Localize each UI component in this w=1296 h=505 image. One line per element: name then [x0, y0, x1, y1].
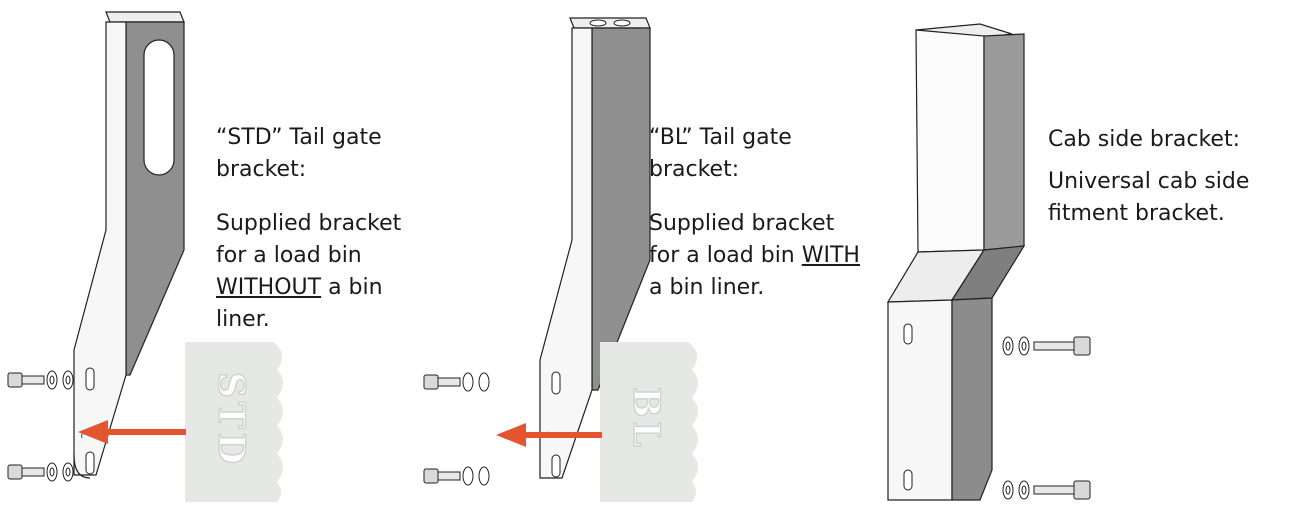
svg-text:≀: ≀ [80, 430, 84, 441]
bl-desc-line-3: a bin liner. [649, 275, 765, 300]
cab-bracket-illustration [886, 23, 1026, 501]
bl-with-emphasis: WITH [801, 243, 860, 268]
bl-bolt-set [423, 372, 490, 486]
panel-cab-side-bracket: Cab side bracket: Universal cab side fit… [880, 0, 1296, 505]
std-desc-line-1: Supplied bracket [216, 211, 402, 236]
cab-heading-line-1: Cab side bracket: [1048, 127, 1240, 152]
std-pointer-arrow [78, 420, 186, 444]
bl-desc-line-1: Supplied bracket [649, 211, 835, 236]
svg-text:BL: BL [625, 387, 667, 451]
std-heading-line-2: bracket: [216, 157, 307, 182]
bl-heading-line-2: bracket: [649, 157, 740, 182]
cab-description: Cab side bracket: Universal cab side fit… [1048, 124, 1293, 230]
std-desc-line-2: for a load bin [216, 243, 362, 268]
svg-text:STD: STD [210, 372, 252, 468]
std-stamp-inset: STD [185, 342, 283, 502]
cab-desc-line-2: fitment bracket. [1048, 201, 1225, 226]
cab-desc-line-1: Universal cab side [1048, 169, 1250, 194]
std-bolt-set [7, 370, 74, 482]
std-description: “STD” Tail gate bracket: Supplied bracke… [216, 122, 426, 336]
bl-heading-line-1: “BL” Tail gate [649, 125, 792, 150]
std-heading-line-1: “STD” Tail gate [216, 125, 382, 150]
bl-desc-line-2: for a load bin WITH [649, 243, 860, 268]
bl-bracket-illustration: ≀ [539, 17, 651, 479]
panel-std-bracket: ≀ STD “STD” Tail gate bracket: [0, 0, 430, 505]
cab-bolt-set [1002, 336, 1091, 500]
bl-stamp-inset: BL [600, 342, 698, 502]
std-without-emphasis: WITHOUT [216, 275, 322, 300]
std-desc-line-3: WITHOUT a bin liner. [216, 275, 383, 332]
bl-description: “BL” Tail gate bracket: Supplied bracket… [649, 122, 879, 304]
panel-bl-bracket: ≀ BL “BL” Tail gate bracket: Supplied br… [420, 0, 880, 505]
std-bracket-illustration: ≀ [73, 11, 185, 479]
bl-pointer-arrow [496, 423, 602, 447]
